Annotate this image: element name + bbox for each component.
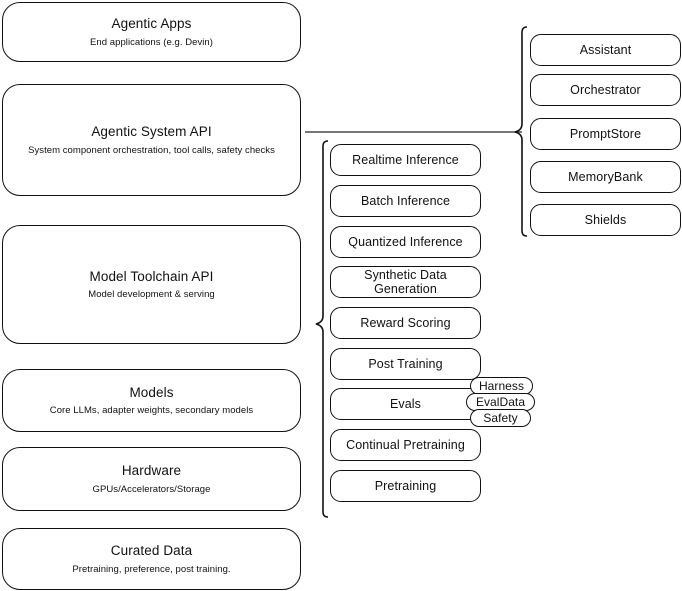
toolchain-item-continual-pretraining[interactable]: Continual Pretraining [330, 429, 481, 461]
toolchain-item-synthetic-data-generation[interactable]: Synthetic Data Generation [330, 266, 481, 298]
layer-agentic-system-api[interactable]: Agentic System API System component orch… [2, 84, 301, 196]
toolchain-item-label: Evals [389, 397, 422, 411]
layer-model-toolchain-api[interactable]: Model Toolchain API Model development & … [2, 225, 301, 344]
evals-badge-label: Safety [483, 411, 518, 425]
toolchain-item-realtime-inference[interactable]: Realtime Inference [330, 144, 481, 176]
layer-subtitle: End applications (e.g. Devin) [90, 36, 213, 48]
system-component-orchestrator[interactable]: Orchestrator [530, 74, 681, 106]
layer-subtitle: GPUs/Accelerators/Storage [92, 483, 211, 495]
toolchain-item-quantized-inference[interactable]: Quantized Inference [330, 226, 481, 258]
toolchain-item-post-training[interactable]: Post Training [330, 348, 481, 380]
evals-badge-label: EvalData [475, 395, 526, 409]
layer-title: Hardware [121, 463, 182, 479]
evals-badge-safety[interactable]: Safety [470, 409, 531, 427]
system-component-label: Orchestrator [570, 83, 641, 97]
layer-curated-data[interactable]: Curated Data Pretraining, preference, po… [2, 528, 301, 590]
toolchain-item-batch-inference[interactable]: Batch Inference [330, 185, 481, 217]
system-component-assistant[interactable]: Assistant [530, 34, 681, 66]
system-component-label: MemoryBank [568, 170, 643, 184]
toolchain-item-label: Quantized Inference [348, 235, 463, 249]
layer-hardware[interactable]: Hardware GPUs/Accelerators/Storage [2, 447, 301, 511]
toolchain-item-label: Pretraining [374, 479, 437, 493]
layer-title: Agentic Apps [111, 16, 192, 32]
layer-subtitle: System component orchestration, tool cal… [28, 144, 275, 156]
brace-system-components [514, 26, 528, 237]
system-component-label: PromptStore [569, 127, 642, 141]
layer-title: Curated Data [110, 543, 193, 559]
layer-title: Models [129, 384, 174, 400]
toolchain-item-label: Batch Inference [360, 194, 451, 208]
toolchain-item-label: Realtime Inference [352, 153, 459, 167]
toolchain-item-reward-scoring[interactable]: Reward Scoring [330, 307, 481, 339]
system-component-shields[interactable]: Shields [530, 204, 681, 236]
evals-badge-label: Harness [478, 379, 525, 393]
layer-models[interactable]: Models Core LLMs, adapter weights, secon… [2, 369, 301, 432]
layer-subtitle: Core LLMs, adapter weights, secondary mo… [49, 405, 254, 417]
system-component-label: Shields [584, 213, 627, 227]
system-component-promptstore[interactable]: PromptStore [530, 118, 681, 150]
system-component-label: Assistant [579, 43, 632, 57]
layer-agentic-apps[interactable]: Agentic Apps End applications (e.g. Devi… [2, 2, 301, 62]
toolchain-item-label: Synthetic Data Generation [364, 268, 447, 296]
toolchain-item-label: Continual Pretraining [346, 438, 465, 452]
brace-toolchain-components [315, 140, 329, 518]
layer-subtitle: Pretraining, preference, post training. [72, 563, 231, 575]
toolchain-item-evals[interactable]: Evals [330, 388, 481, 420]
toolchain-item-label: Post Training [368, 357, 443, 371]
toolchain-item-label: Reward Scoring [360, 316, 451, 330]
system-component-memorybank[interactable]: MemoryBank [530, 161, 681, 193]
toolchain-item-pretraining[interactable]: Pretraining [330, 470, 481, 502]
layer-title: Model Toolchain API [89, 268, 214, 284]
layer-subtitle: Model development & serving [88, 289, 215, 301]
layer-title: Agentic System API [91, 124, 212, 140]
